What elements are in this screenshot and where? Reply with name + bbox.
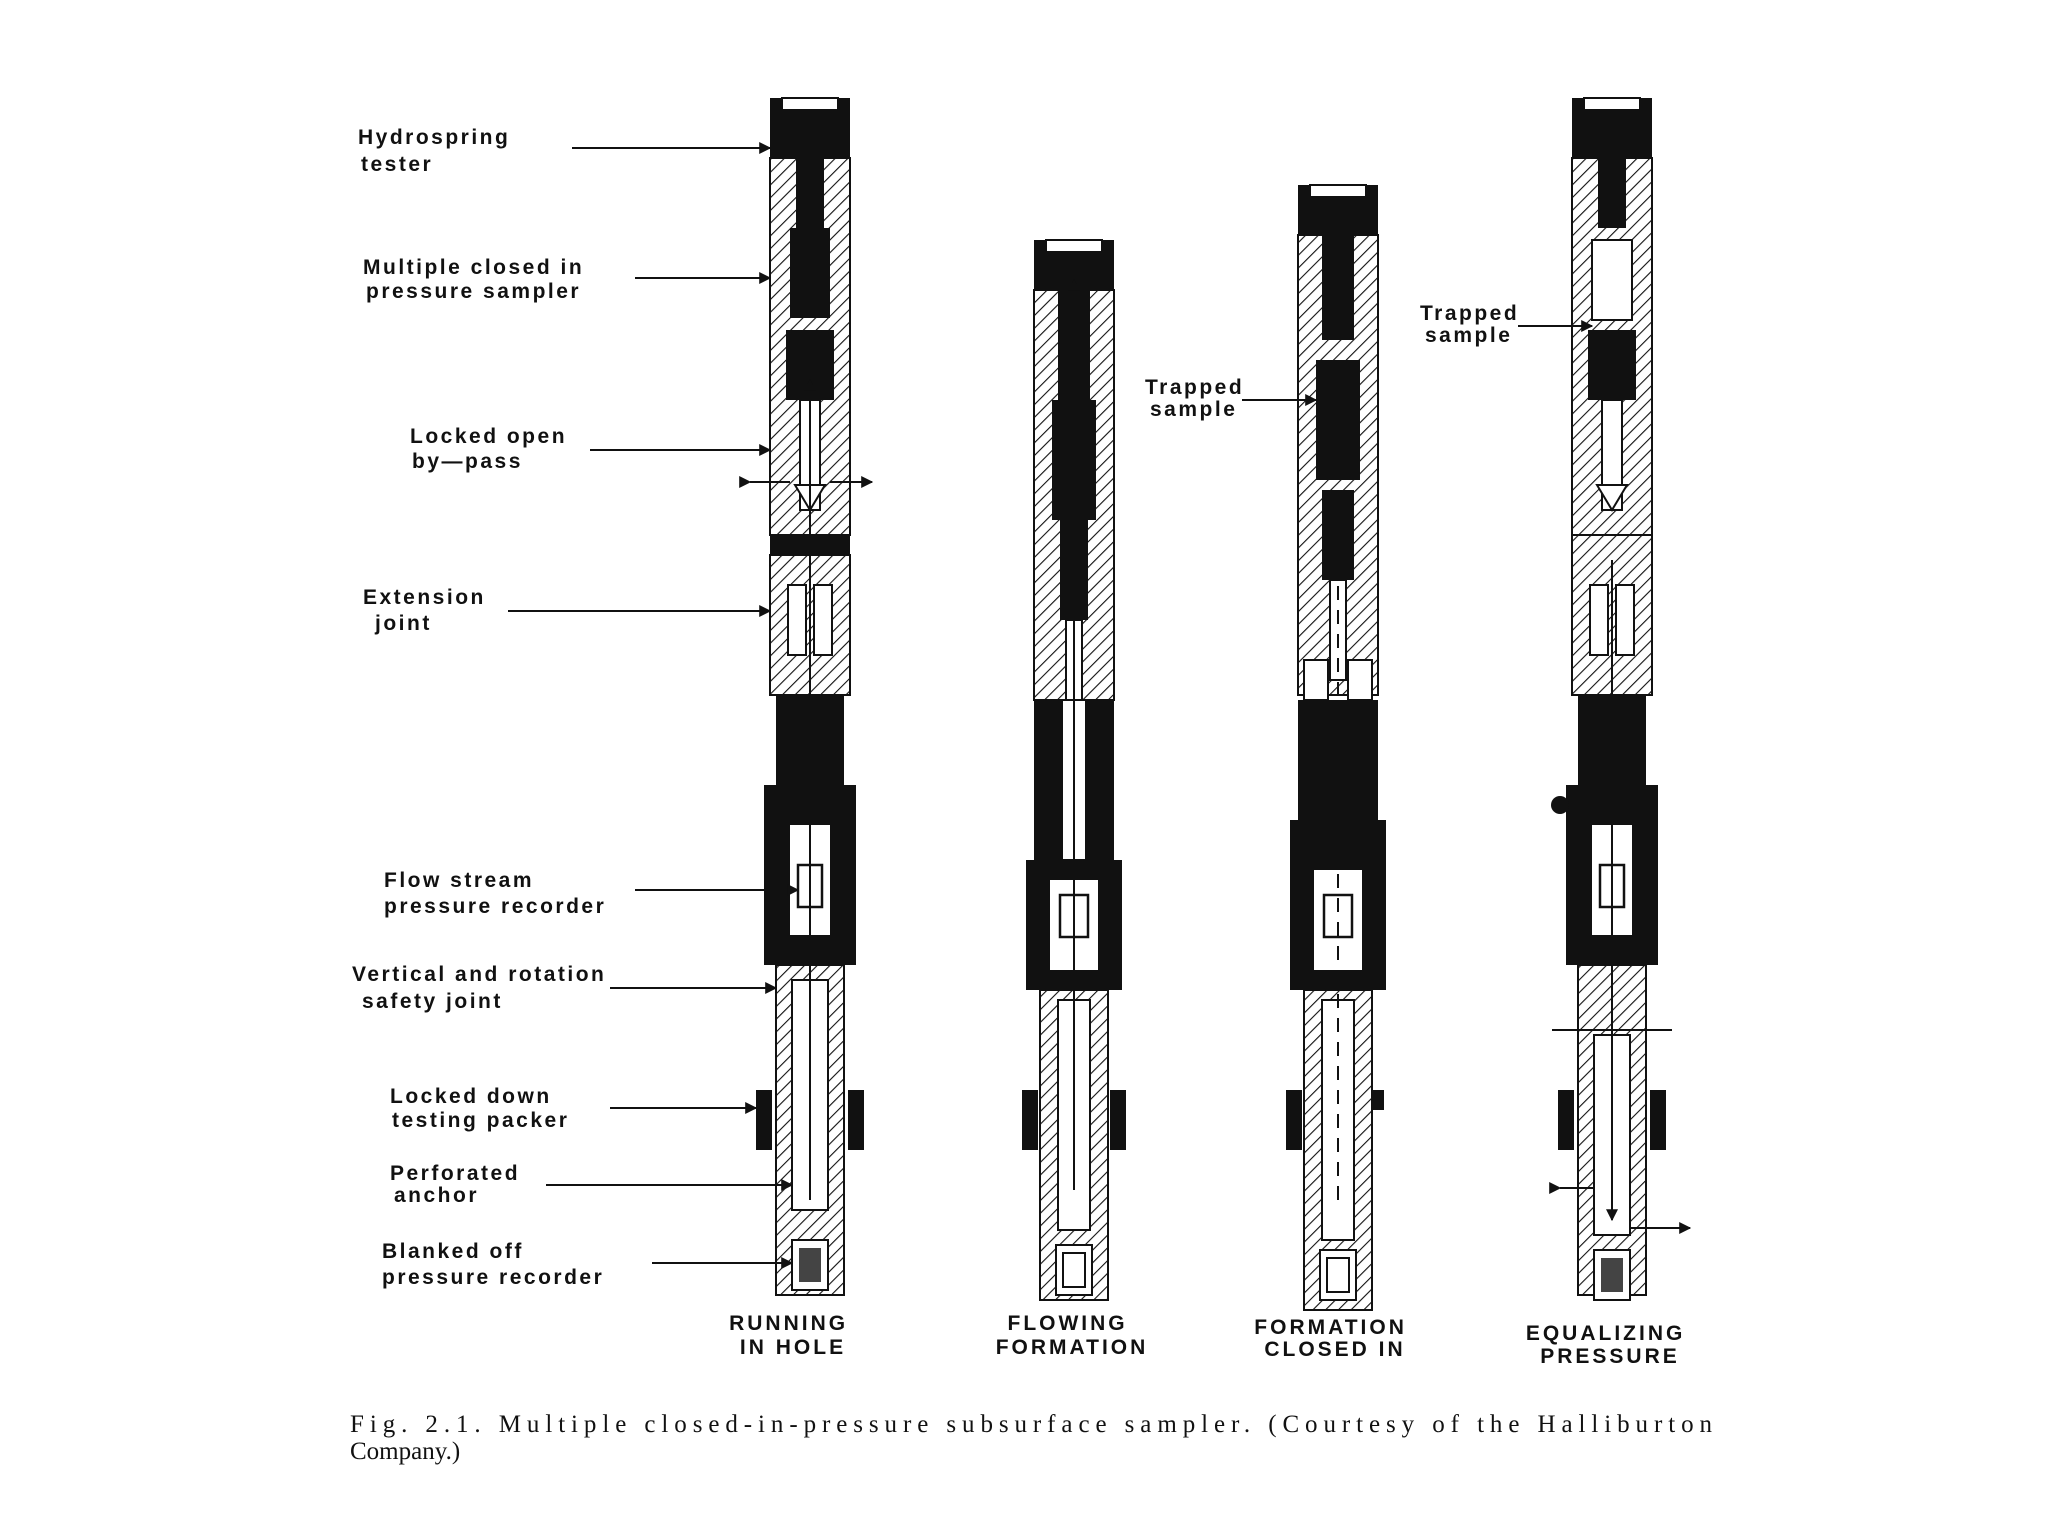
label-multiple-closed-in-pressure-sampler: Multiple closed in pressure sampler xyxy=(363,256,593,303)
caption-equalizing-pressure: EQUALIZING PRESSURE xyxy=(1526,1322,1694,1368)
label-locked-open-by-pass: Locked open by—pass xyxy=(410,425,575,473)
tool-formation-closed-in xyxy=(1286,184,1386,1311)
label-blanked-off-pressure-recorder: Blanked off pressure recorder xyxy=(382,1240,604,1289)
caption-flowing-formation: FLOWING FORMATION xyxy=(996,1312,1149,1359)
label-perforated-anchor: Perforated anchor xyxy=(390,1162,528,1207)
caption-running-in-hole: RUNNING IN HOLE xyxy=(729,1312,857,1359)
label-trapped-sample-4: Trapped sample xyxy=(1420,302,1528,347)
tool-flowing-formation xyxy=(1022,239,1126,1301)
tool-equalizing-pressure xyxy=(1549,97,1692,1301)
figure-caption: Fig. 2.1. Multiple closed-in-pressure su… xyxy=(350,1411,1724,1465)
leader-lines xyxy=(508,142,1594,1269)
component-labels: Hydrospring tester Multiple closed in pr… xyxy=(352,126,1528,1289)
label-flow-stream-pressure-recorder: Flow stream pressure recorder xyxy=(384,869,606,918)
caption-formation-closed-in: FORMATION CLOSED IN xyxy=(1254,1316,1415,1361)
tool-running-in-hole xyxy=(739,97,874,1296)
label-extension-joint: Extension joint xyxy=(363,586,494,635)
label-locked-down-testing-packer: Locked down testing packer xyxy=(390,1085,569,1132)
label-trapped-sample-3: Trapped sample xyxy=(1145,376,1253,421)
tool-captions: RUNNING IN HOLE FLOWING FORMATION FORMAT… xyxy=(729,1312,1694,1368)
label-hydrospring-tester: Hydrospring tester xyxy=(358,126,519,176)
label-vertical-and-rotation-safety-joint: Vertical and rotation safety joint xyxy=(352,963,615,1013)
